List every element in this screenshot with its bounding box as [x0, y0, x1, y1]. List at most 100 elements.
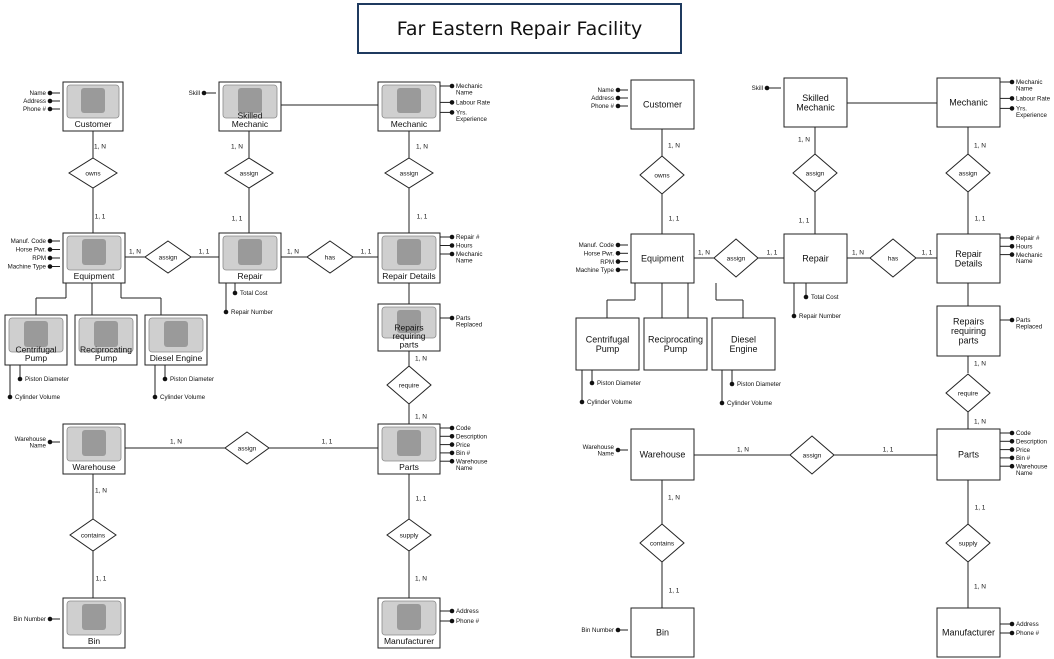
l-owns-label: owns — [85, 170, 101, 177]
l-equipment-label: Equipment — [74, 271, 115, 281]
cardinality-label: 1, N — [94, 143, 106, 150]
r-require-label: require — [958, 390, 979, 397]
r-customer-attr-dot — [615, 87, 621, 93]
cardinality-label: 1, N — [287, 248, 299, 255]
l-parts-attr-label: Bin # — [456, 450, 471, 457]
r-warehouse-label: Warehouse — [640, 450, 686, 460]
l-de-piston-attr-dot — [162, 376, 168, 382]
r-assign-top-label: assign — [806, 170, 825, 177]
r-repair-number-attr-label: Repair Number — [799, 313, 841, 320]
cardinality-label: 1, 1 — [883, 446, 894, 453]
cardinality-label: 1, 1 — [232, 215, 243, 222]
cardinality-label: 1, N — [170, 438, 182, 445]
l-require-label: require — [399, 382, 420, 389]
cardinality-label: 1, 1 — [96, 575, 107, 582]
l-de-volume-attr-dot — [152, 394, 158, 400]
cardinality-label: 1, N — [737, 446, 749, 453]
l-supply-label: supply — [400, 532, 420, 539]
l-skilled-mechanic-attr-label: Skill — [189, 90, 200, 97]
r-equipment-attr-label: Horse Pwr. — [584, 250, 615, 257]
l-parts-attr-dot — [449, 450, 455, 456]
r-parts-attr-dot — [1009, 430, 1015, 436]
l-cp-piston-attr-dot — [17, 376, 23, 382]
l-parts-attr-dot — [449, 434, 455, 439]
l-assign-mid-relationship — [144, 240, 192, 274]
l-has-label: has — [325, 254, 336, 261]
cardinality-label: 1, 1 — [669, 215, 680, 222]
cardinality-label: 1, 1 — [922, 249, 933, 256]
r-equipment-attr-label: Machine Type — [576, 267, 615, 274]
l-repair-cost-attr-dot — [232, 290, 238, 296]
r-repair-details-attr-dot — [1009, 252, 1015, 257]
r-repairs-requiring-parts-entity — [936, 305, 1001, 357]
r-de-piston-attr-dot — [729, 381, 735, 387]
r-repair-cost-attr-dot — [803, 294, 809, 300]
r-assign-mid-relationship — [713, 238, 759, 278]
l-bin-attr-label: Bin Number — [13, 616, 46, 623]
cardinality-label: 1, N — [415, 413, 427, 420]
r-customer-attr-label: Name — [597, 87, 614, 94]
r-repairs-requiring-parts-attr-dot — [1009, 317, 1015, 323]
cardinality-label: 1, N — [231, 143, 243, 150]
l-has-relationship — [306, 240, 354, 274]
r-mechanic-attr-label: Labour Rate — [1016, 96, 1051, 103]
r-mechanic-attr-dot — [1009, 96, 1015, 101]
l-repair-details-picture-shape — [397, 239, 421, 265]
cardinality-label: 1, N — [668, 142, 680, 149]
r-assign-bottom-relationship — [789, 435, 835, 475]
r-parts-attr-label: Price — [1016, 447, 1031, 454]
l-repair-label: Repair — [237, 271, 262, 281]
l-manufacturer-attr-label: Phone # — [456, 618, 480, 625]
l-repair-details-attr-dot — [449, 243, 455, 248]
r-de-volume-attr-dot — [719, 400, 725, 406]
r-repair-cost-attr-label: Total Cost — [811, 294, 839, 301]
l-parts-attr-label: Code — [456, 425, 471, 432]
r-assign-right-label: assign — [959, 170, 978, 177]
l-warehouse-label: Warehouse — [72, 462, 115, 472]
r-mechanic-label: Mechanic — [949, 98, 988, 108]
l-bin-attr-dot — [47, 616, 53, 622]
r-assign-mid-label: assign — [727, 255, 746, 262]
r-equipment-attr-label: RPM — [600, 259, 614, 266]
l-repairs-requiring-parts-attr-dot — [449, 315, 455, 321]
l-skilled-mechanic-picture-shape — [238, 88, 262, 113]
r-supply-label: supply — [959, 540, 979, 547]
r-manufacturer-attr-label: Phone # — [1016, 630, 1040, 637]
r-bin-attr-dot — [615, 627, 621, 633]
l-repair-details-attr-label: Hours — [456, 243, 473, 250]
l-assign-bottom-label: assign — [238, 445, 257, 452]
cardinality-label: 1, N — [852, 249, 864, 256]
l-warehouse-picture-shape — [82, 430, 106, 456]
l-mechanic-attr-dot — [449, 110, 455, 115]
r-de-piston-attr-label: Piston Diameter — [737, 381, 781, 388]
l-mechanic-label: Mechanic — [391, 119, 428, 129]
r-parts-attr-dot — [1009, 455, 1015, 461]
l-equipment-attr-dot — [47, 238, 53, 244]
cardinality-label: 1, N — [798, 136, 810, 143]
r-manufacturer-label: Manufacturer — [942, 628, 995, 638]
l-repair-details-label: Repair Details — [382, 271, 435, 281]
l-equipment-attr-label: Manuf. Code — [11, 238, 47, 245]
cardinality-label: 1, N — [668, 494, 680, 501]
r-repair-details-attr-dot — [1009, 235, 1015, 241]
r-repair-details-entity — [936, 233, 1001, 284]
cardinality-label: 1, 1 — [199, 248, 210, 255]
r-parts-attr-dot — [1009, 439, 1015, 444]
l-parts-picture-shape — [397, 430, 421, 456]
l-repair-details-attr-dot — [449, 251, 455, 257]
l-manufacturer-attr-label: Address — [456, 608, 479, 615]
l-parts-attr-label: Description — [456, 434, 488, 441]
r-bin-attr-label: Bin Number — [581, 627, 614, 634]
cardinality-label: 1, 1 — [361, 248, 372, 255]
l-equipment-picture-shape — [82, 239, 106, 265]
r-parts-attr-label: Bin # — [1016, 455, 1031, 462]
r-cp-volume-attr-label: Cylinder Volume — [587, 399, 633, 406]
l-cp-volume-attr-label: Cylinder Volume — [15, 394, 61, 401]
